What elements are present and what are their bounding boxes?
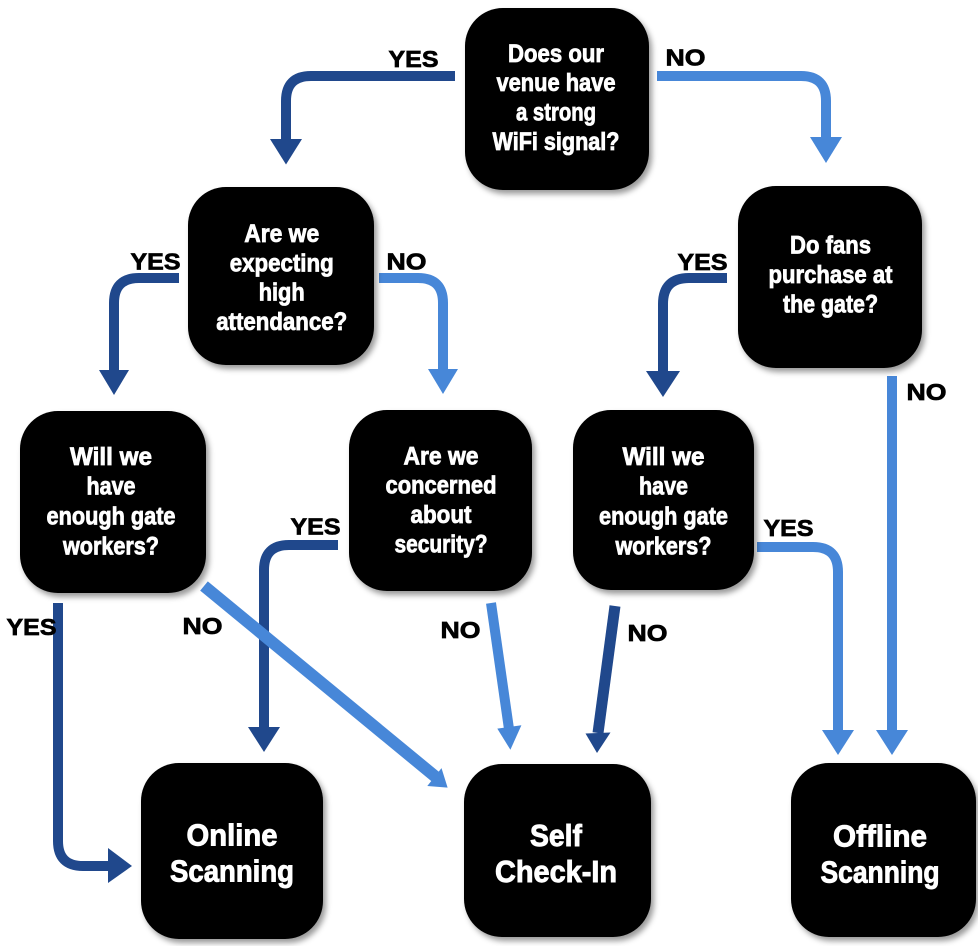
svg-text:NO: NO (628, 620, 668, 646)
svg-text:NO: NO (183, 613, 223, 639)
svg-text:YES: YES (131, 248, 181, 274)
svg-text:NO: NO (907, 379, 947, 405)
svg-text:NO: NO (666, 45, 706, 71)
svg-text:YES: YES (291, 513, 341, 539)
svg-text:NO: NO (387, 248, 427, 274)
svg-text:YES: YES (764, 515, 814, 541)
svg-text:YES: YES (678, 249, 728, 275)
svg-text:YES: YES (389, 46, 439, 72)
svg-text:YES: YES (7, 614, 57, 640)
svg-text:NO: NO (441, 617, 481, 643)
